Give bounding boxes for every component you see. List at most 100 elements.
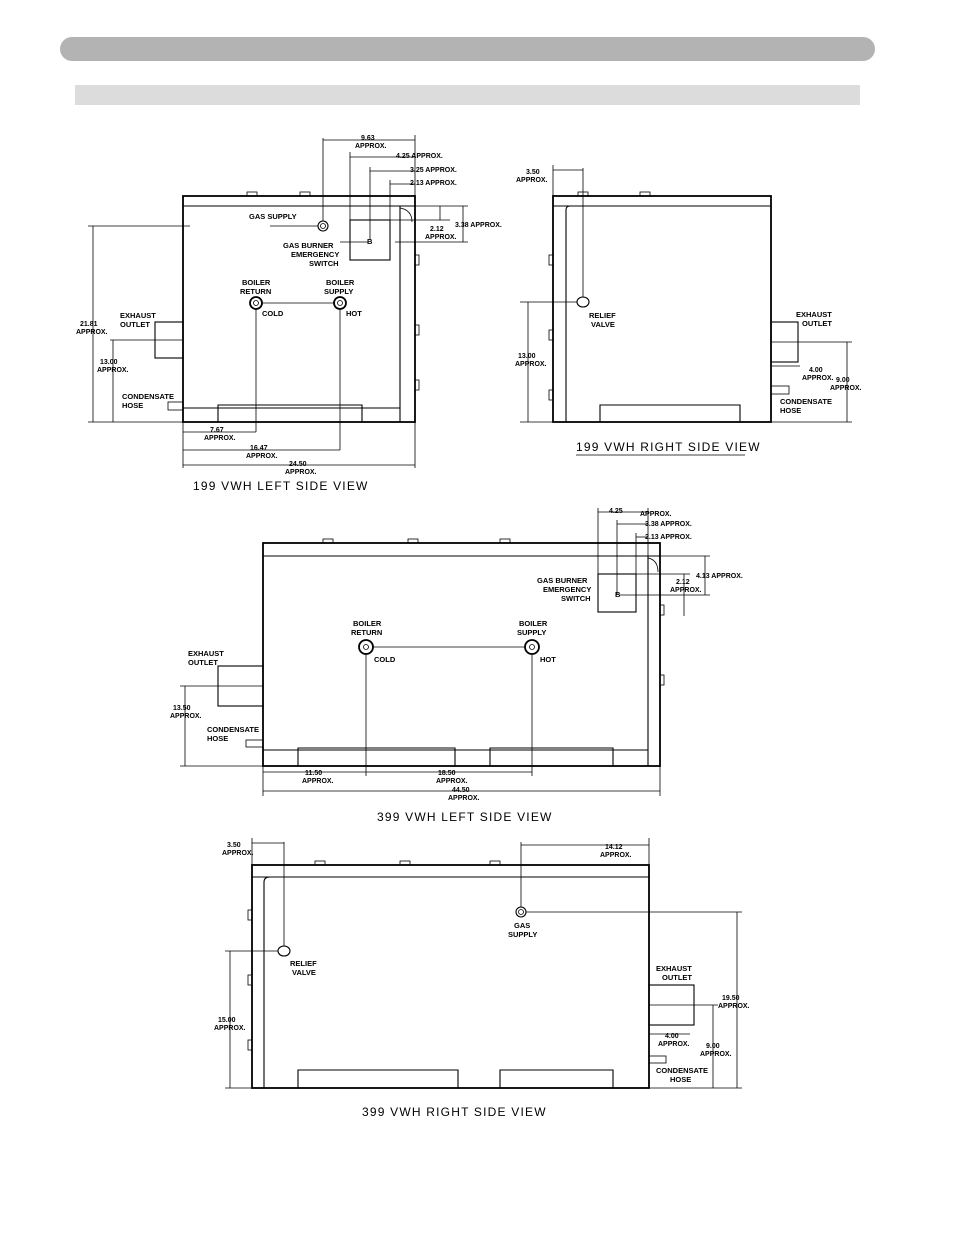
- svg-text:EMERGENCY: EMERGENCY: [291, 250, 339, 259]
- svg-text:APPROX.: APPROX.: [76, 329, 108, 336]
- svg-text:APPROX.: APPROX.: [214, 1025, 246, 1032]
- svg-text:GAS: GAS: [514, 921, 530, 930]
- svg-text:24.50: 24.50: [289, 461, 307, 468]
- svg-text:APPROX.: APPROX.: [302, 778, 334, 785]
- svg-text:VALVE: VALVE: [292, 968, 316, 977]
- view-199-right: RELIEF VALVE EXHAUST OUTLET CONDENSATE H…: [515, 165, 862, 456]
- svg-text:APPROX.: APPROX.: [640, 511, 672, 518]
- svg-text:4.25: 4.25: [609, 508, 623, 515]
- svg-text:EXHAUST: EXHAUST: [656, 964, 692, 973]
- svg-text:2.12: 2.12: [676, 579, 690, 586]
- view-399-left: B GAS BURNER EMERGENCY SWITCH BOILER RET…: [170, 508, 743, 824]
- svg-text:BOILER: BOILER: [242, 278, 271, 287]
- title-399-left: 399 VWH LEFT SIDE VIEW: [377, 810, 553, 824]
- svg-text:11.50: 11.50: [305, 770, 322, 777]
- svg-text:14.12: 14.12: [605, 844, 623, 851]
- svg-text:OUTLET: OUTLET: [802, 319, 832, 328]
- svg-text:18.50: 18.50: [438, 770, 456, 777]
- svg-text:SWITCH: SWITCH: [561, 594, 591, 603]
- svg-text:APPROX.: APPROX.: [285, 469, 317, 476]
- svg-text:RETURN: RETURN: [240, 287, 271, 296]
- svg-text:COLD: COLD: [374, 655, 396, 664]
- svg-text:COLD: COLD: [262, 309, 284, 318]
- svg-text:APPROX.: APPROX.: [670, 587, 702, 594]
- svg-text:RELIEF: RELIEF: [589, 311, 616, 320]
- svg-text:HOSE: HOSE: [207, 734, 228, 743]
- title-199-left: 199 VWH LEFT SIDE VIEW: [193, 479, 369, 493]
- svg-text:APPROX.: APPROX.: [830, 385, 862, 392]
- svg-text:CONDENSATE: CONDENSATE: [780, 397, 832, 406]
- svg-text:HOT: HOT: [346, 309, 362, 318]
- svg-text:2.12: 2.12: [430, 226, 444, 233]
- svg-text:13.00: 13.00: [100, 359, 118, 366]
- svg-text:9.00: 9.00: [836, 377, 850, 384]
- svg-text:EXHAUST: EXHAUST: [796, 310, 832, 319]
- svg-text:APPROX.: APPROX.: [718, 1003, 750, 1010]
- svg-text:HOSE: HOSE: [670, 1075, 691, 1084]
- svg-text:BOILER: BOILER: [326, 278, 355, 287]
- svg-text:APPROX.: APPROX.: [448, 795, 480, 802]
- svg-text:3.50: 3.50: [227, 842, 241, 849]
- svg-text:7.67: 7.67: [210, 427, 224, 434]
- svg-text:9.63: 9.63: [361, 135, 375, 142]
- svg-text:GAS BURNER: GAS BURNER: [283, 241, 334, 250]
- svg-text:VALVE: VALVE: [591, 320, 615, 329]
- svg-text:4.00: 4.00: [665, 1033, 679, 1040]
- svg-text:B: B: [615, 590, 621, 599]
- svg-text:APPROX.: APPROX.: [802, 375, 834, 382]
- svg-text:15.00: 15.00: [218, 1017, 236, 1024]
- svg-text:9.00: 9.00: [706, 1043, 720, 1050]
- svg-text:13.50: 13.50: [173, 705, 191, 712]
- svg-text:OUTLET: OUTLET: [120, 320, 150, 329]
- svg-text:APPROX.: APPROX.: [170, 713, 202, 720]
- svg-text:APPROX.: APPROX.: [97, 367, 129, 374]
- svg-text:APPROX.: APPROX.: [425, 234, 457, 241]
- svg-text:HOSE: HOSE: [122, 401, 143, 410]
- svg-text:4.13 APPROX.: 4.13 APPROX.: [696, 573, 743, 580]
- title-399-right: 399 VWH RIGHT SIDE VIEW: [362, 1105, 547, 1119]
- svg-text:2.13 APPROX.: 2.13 APPROX.: [645, 534, 692, 541]
- section-bar: [75, 85, 860, 105]
- svg-text:APPROX.: APPROX.: [516, 177, 548, 184]
- svg-text:APPROX.: APPROX.: [515, 361, 547, 368]
- svg-text:3.50: 3.50: [526, 169, 540, 176]
- svg-text:B: B: [367, 237, 373, 246]
- svg-text:APPROX.: APPROX.: [700, 1051, 732, 1058]
- svg-text:3.25 APPROX.: 3.25 APPROX.: [410, 167, 457, 174]
- svg-text:CONDENSATE: CONDENSATE: [207, 725, 259, 734]
- svg-text:GAS BURNER: GAS BURNER: [537, 576, 588, 585]
- svg-text:21.81: 21.81: [80, 321, 98, 328]
- svg-text:3.38 APPROX.: 3.38 APPROX.: [455, 222, 502, 229]
- svg-text:HOT: HOT: [540, 655, 556, 664]
- svg-text:OUTLET: OUTLET: [188, 658, 218, 667]
- view-199-left: B GAS SUPPLY GAS BURNER EMERGENCY SWITCH…: [76, 135, 502, 493]
- header-bar: [60, 37, 875, 61]
- svg-text:44.50: 44.50: [452, 787, 470, 794]
- svg-text:APPROX.: APPROX.: [658, 1041, 690, 1048]
- svg-text:EXHAUST: EXHAUST: [188, 649, 224, 658]
- svg-text:CONDENSATE: CONDENSATE: [656, 1066, 708, 1075]
- svg-text:SUPPLY: SUPPLY: [508, 930, 537, 939]
- title-199-right: 199 VWH RIGHT SIDE VIEW: [576, 440, 761, 454]
- svg-text:3.38 APPROX.: 3.38 APPROX.: [645, 521, 692, 528]
- svg-text:SUPPLY: SUPPLY: [517, 628, 546, 637]
- svg-text:2.13 APPROX.: 2.13 APPROX.: [410, 180, 457, 187]
- svg-text:EMERGENCY: EMERGENCY: [543, 585, 591, 594]
- svg-text:CONDENSATE: CONDENSATE: [122, 392, 174, 401]
- svg-text:APPROX.: APPROX.: [222, 850, 254, 857]
- svg-text:APPROX.: APPROX.: [600, 852, 632, 859]
- view-399-right: RELIEF VALVE GAS SUPPLY EXHAUST OUTLET C…: [214, 838, 750, 1119]
- svg-text:SUPPLY: SUPPLY: [324, 287, 353, 296]
- svg-text:APPROX.: APPROX.: [246, 453, 278, 460]
- svg-text:RETURN: RETURN: [351, 628, 382, 637]
- gas-supply-label: GAS SUPPLY: [249, 212, 297, 221]
- svg-text:16.47: 16.47: [250, 445, 268, 452]
- svg-text:EXHAUST: EXHAUST: [120, 311, 156, 320]
- svg-text:OUTLET: OUTLET: [662, 973, 692, 982]
- svg-text:APPROX.: APPROX.: [204, 435, 236, 442]
- svg-text:4.00: 4.00: [809, 367, 823, 374]
- svg-text:BOILER: BOILER: [353, 619, 382, 628]
- svg-text:APPROX.: APPROX.: [436, 778, 468, 785]
- svg-text:RELIEF: RELIEF: [290, 959, 317, 968]
- svg-text:SWITCH: SWITCH: [309, 259, 339, 268]
